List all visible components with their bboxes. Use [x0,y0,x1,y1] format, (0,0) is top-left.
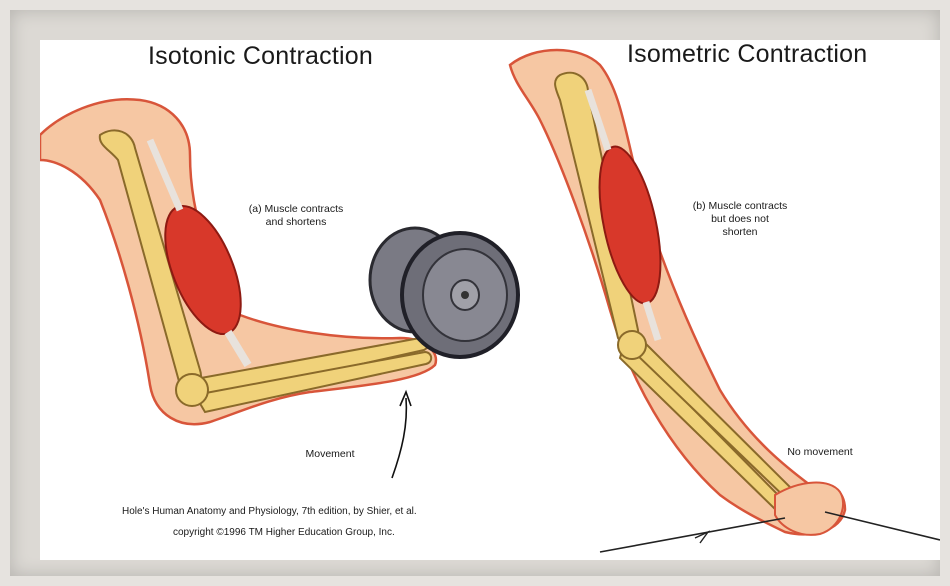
left-title: Isotonic Contraction [148,42,373,71]
right-arm-skin [510,50,845,534]
right-caption: (b) Muscle contracts but does not shorte… [680,200,800,239]
movement-arrow [392,398,406,478]
isometric-arm [510,50,845,535]
credit-line-1: Hole's Human Anatomy and Physiology, 7th… [122,506,417,517]
movement-label: Movement [280,448,380,461]
muscle-contraction-illustration [40,40,940,560]
left-elbow-joint [176,374,208,406]
right-fist [775,483,843,535]
credit-line-2: copyright ©1996 TM Higher Education Grou… [173,527,395,538]
no-movement-label: No movement [760,446,880,459]
right-title: Isometric Contraction [627,40,867,69]
right-elbow-joint [618,331,646,359]
figure-panel: Isotonic Contraction Isometric Contracti… [40,40,940,560]
restraint-line [600,518,785,552]
restraint-line-right [825,512,940,540]
left-caption: (a) Muscle contracts and shortens [226,203,366,229]
